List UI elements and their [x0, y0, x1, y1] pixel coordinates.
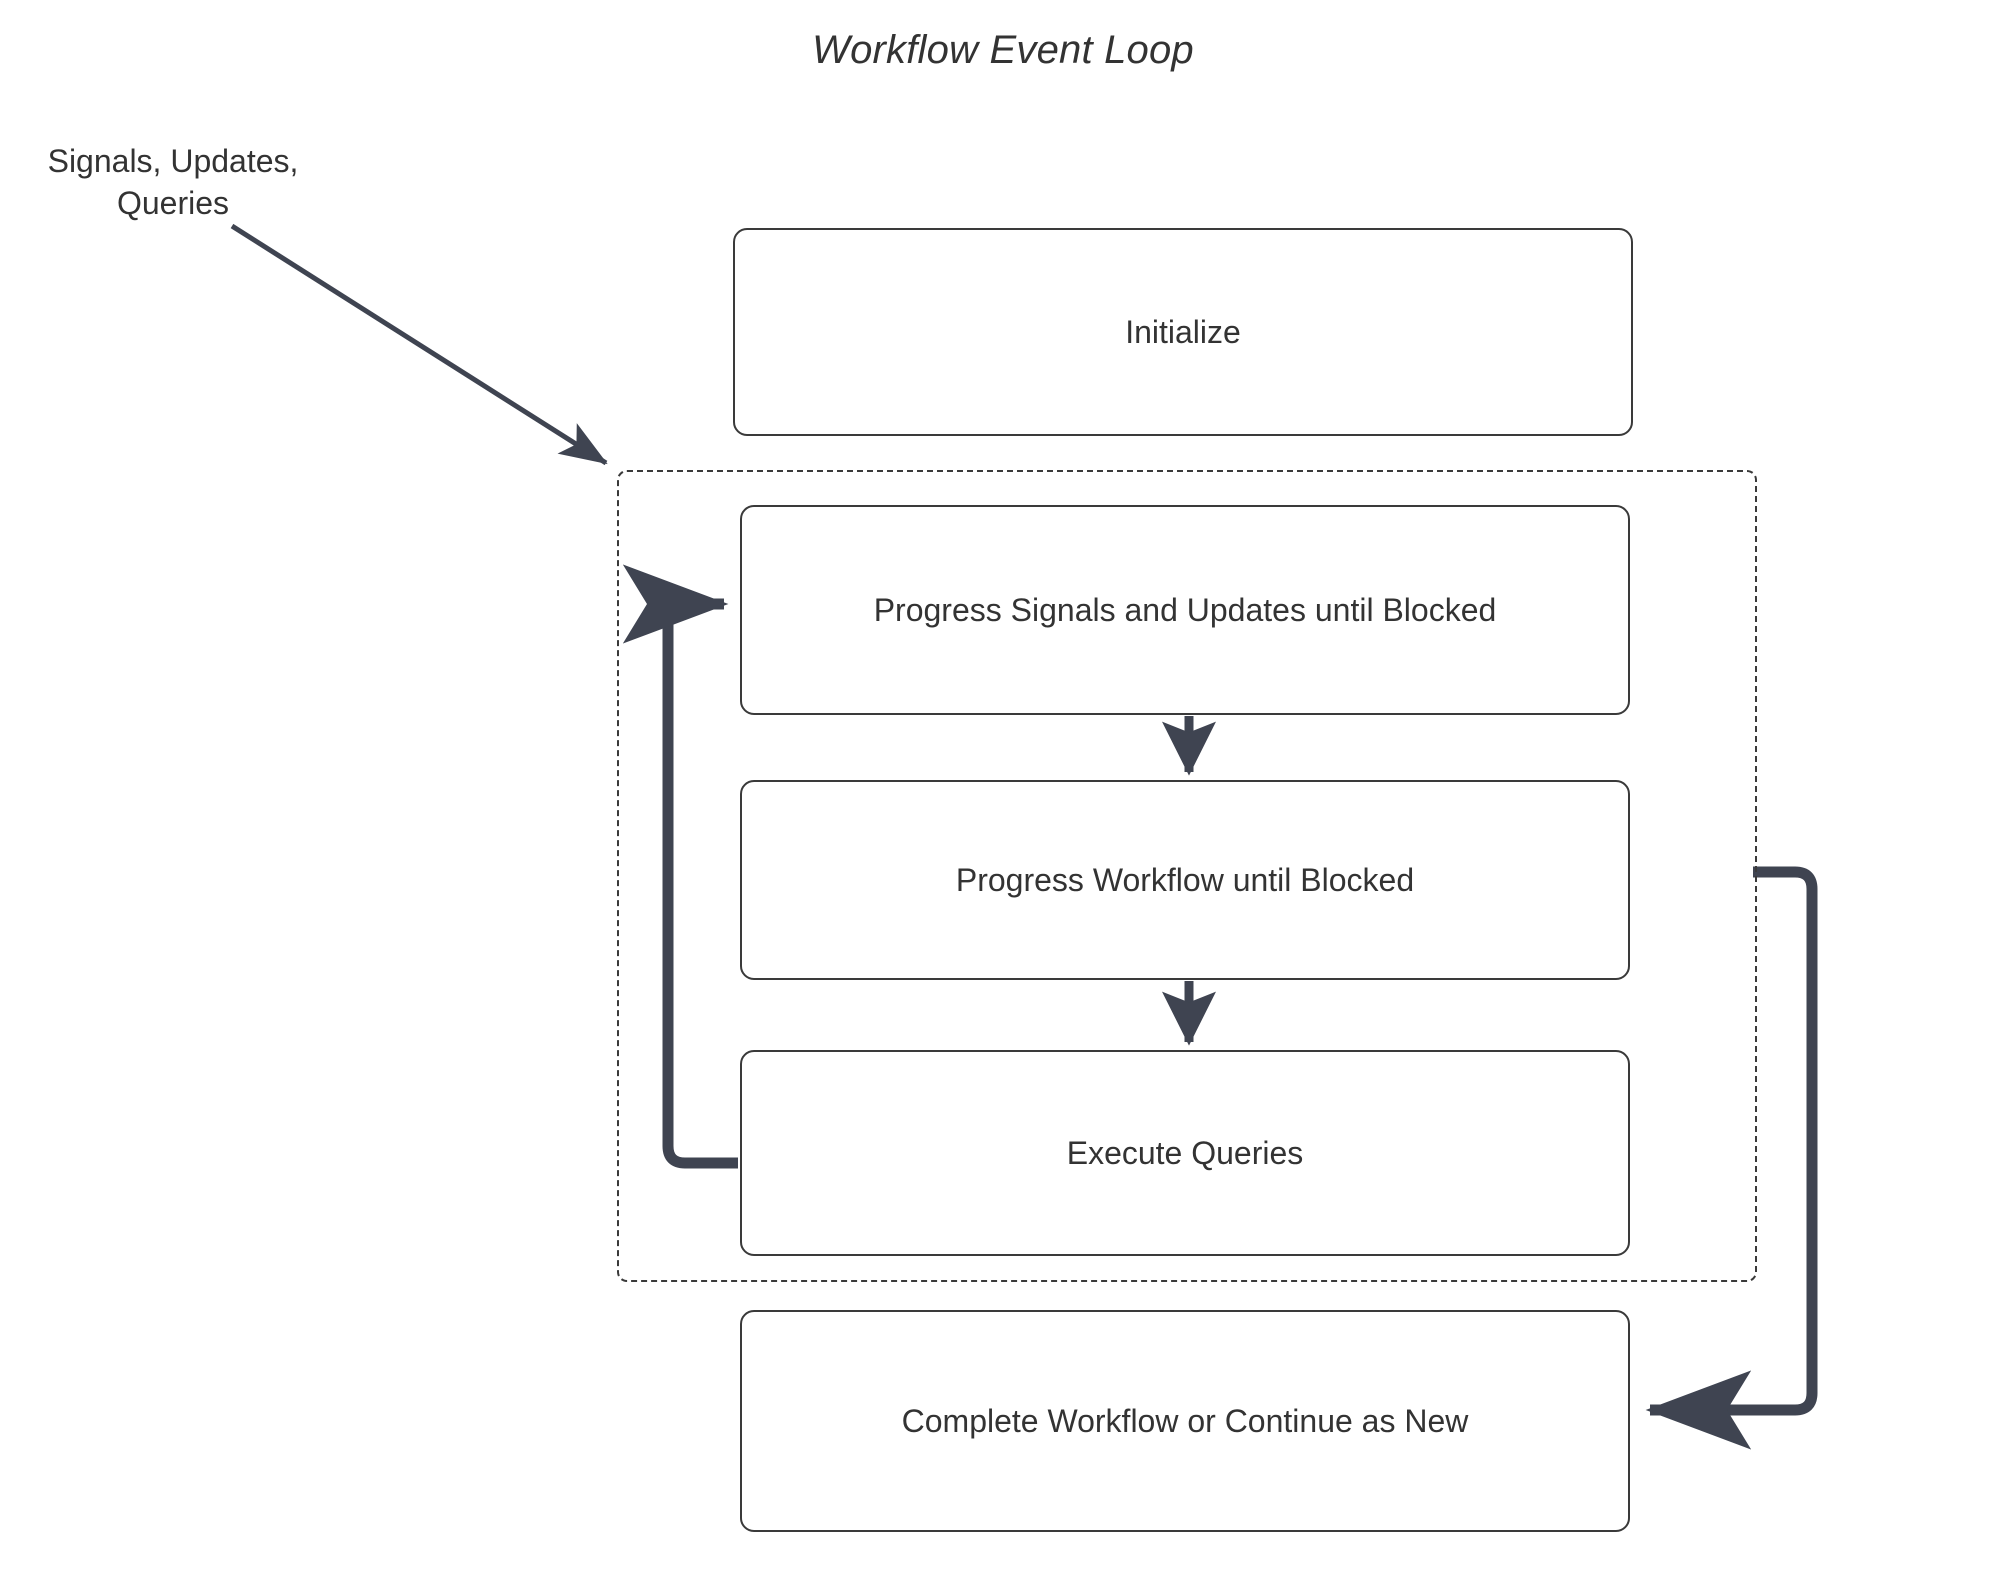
event-loop-group	[617, 470, 1757, 1282]
node-execute-queries[interactable]: Execute Queries	[740, 1050, 1630, 1256]
node-execute-queries-label: Execute Queries	[1066, 1134, 1304, 1171]
node-progress-signals-updates-label: Progress Signals and Updates until Block…	[873, 591, 1497, 628]
node-progress-workflow[interactable]: Progress Workflow until Blocked	[740, 780, 1630, 980]
page-title: Workflow Event Loop	[812, 28, 1194, 72]
node-complete-workflow-label: Complete Workflow or Continue as New	[901, 1402, 1469, 1439]
node-progress-signals-updates[interactable]: Progress Signals and Updates until Block…	[740, 505, 1630, 715]
edge-queries-back-to-su	[622, 564, 738, 1169]
edge-loop-to-complete	[1645, 866, 1818, 1450]
node-initialize[interactable]: Initialize	[733, 228, 1633, 436]
node-complete-workflow[interactable]: Complete Workflow or Continue as New	[740, 1310, 1630, 1532]
node-initialize-label: Initialize	[1125, 313, 1241, 350]
edge-signals-into-loop	[230, 223, 608, 466]
external-input-label: Signals, Updates, Queries	[47, 143, 299, 221]
node-progress-workflow-label: Progress Workflow until Blocked	[955, 861, 1415, 898]
